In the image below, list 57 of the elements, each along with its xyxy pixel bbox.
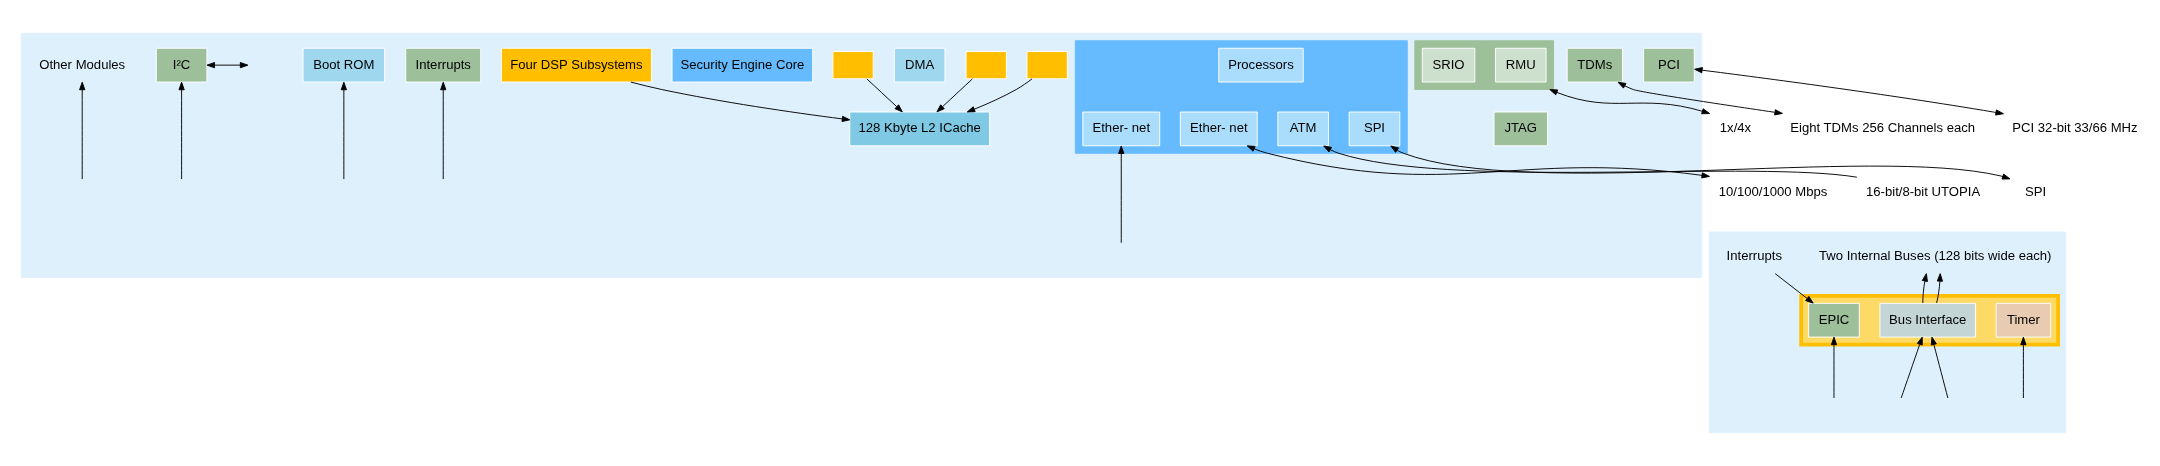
node-box: Interrupts — [405, 47, 482, 83]
arrow — [178, 81, 185, 180]
arrow — [1617, 81, 1783, 116]
cluster — [1708, 231, 2067, 434]
node-box: RMU — [1494, 47, 1547, 83]
node-box: Boot ROM — [302, 47, 386, 83]
node-text: SPI — [2025, 184, 2047, 200]
node-box: Ether- net — [1082, 111, 1161, 147]
arrow — [1323, 145, 1858, 178]
arrow — [1774, 273, 1814, 304]
node-text: Other Modules — [39, 56, 126, 72]
arrow — [1900, 336, 1923, 399]
arrow — [340, 81, 347, 180]
node-box: Security Engine Core — [671, 47, 814, 83]
node-box: Four DSP Subsystems — [500, 47, 652, 83]
arrow — [79, 81, 86, 180]
node-box: ATM — [1277, 111, 1329, 147]
arrow — [1830, 336, 1838, 399]
arrow — [630, 81, 851, 122]
arrow — [1694, 67, 2004, 116]
node-box — [965, 51, 1007, 80]
node-text: Eight TDMs 256 Channels each — [1790, 120, 1976, 136]
node-box: JTAG — [1493, 111, 1548, 147]
arrow — [1936, 273, 1943, 304]
arrow — [206, 62, 249, 69]
node-box: PCI — [1643, 47, 1695, 83]
node-text: 1x/4x — [1719, 120, 1752, 136]
node-text: 10/100/1000 Mbps — [1718, 184, 1828, 200]
node-box: Processors — [1218, 47, 1304, 83]
node-text: Interrupts — [1726, 247, 1782, 263]
arrow — [1921, 273, 1928, 304]
cluster — [1414, 40, 1555, 90]
node-box: SRIO — [1421, 47, 1476, 83]
node-box: Ether- net — [1179, 111, 1258, 147]
node-text: PCI 32-bit 33/66 MHz — [2012, 120, 2138, 136]
arrow — [1118, 145, 1125, 244]
node-box: Timer — [1995, 302, 2052, 338]
arrow — [966, 78, 1033, 113]
arrow — [866, 78, 903, 113]
arrow — [936, 78, 973, 113]
arrow — [440, 81, 447, 180]
node-text: 16-bit/8-bit UTOPIA — [1865, 184, 1981, 200]
node-box: I²C — [155, 47, 208, 83]
node-box: TDMs — [1566, 47, 1623, 83]
node-box: DMA — [893, 47, 946, 83]
node-box — [1026, 51, 1068, 80]
node-box: SPI — [1348, 111, 1401, 147]
node-box: Bus Interface — [1879, 302, 1977, 338]
arrow — [1390, 145, 2011, 180]
node-box: EPIC — [1808, 302, 1860, 338]
node-text: Two Internal Buses (128 bits wide each) — [1819, 247, 2052, 263]
node-box: 128 Kbyte L2 ICache — [849, 111, 990, 147]
arrow — [1930, 336, 1949, 399]
arrow — [1549, 89, 1711, 115]
arrow — [1246, 145, 1710, 179]
arrow — [2020, 336, 2027, 399]
node-box — [832, 51, 874, 80]
